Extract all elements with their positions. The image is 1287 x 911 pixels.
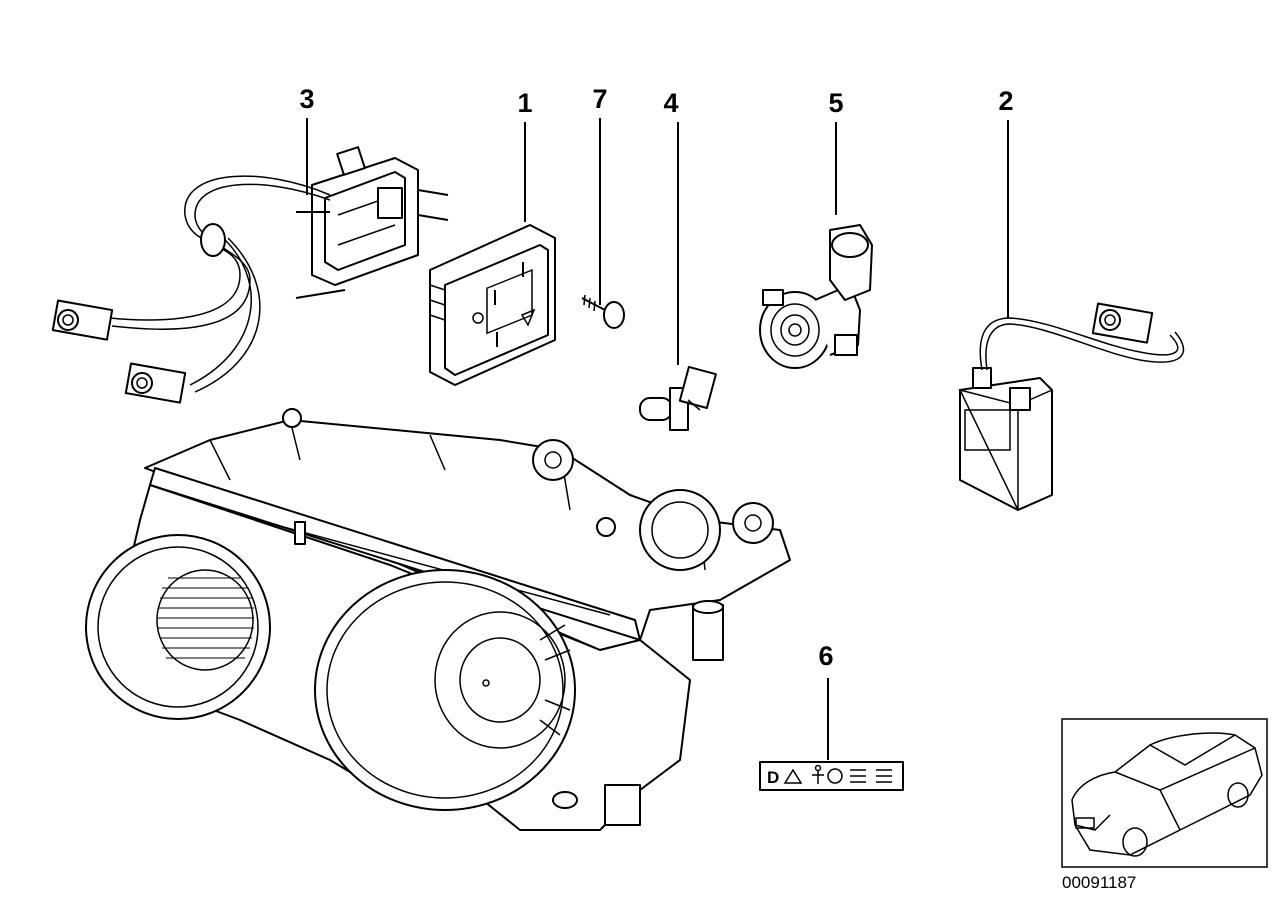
leader-lines bbox=[306, 118, 1009, 760]
callout-1: 1 bbox=[517, 88, 532, 118]
part-4-bulb bbox=[639, 365, 717, 431]
part-1-control-unit bbox=[429, 224, 556, 386]
callout-2: 2 bbox=[998, 86, 1013, 116]
callout-3: 3 bbox=[299, 84, 314, 114]
callout-6: 6 bbox=[818, 641, 833, 671]
part-7-screw bbox=[581, 294, 625, 329]
part-5-socket bbox=[759, 224, 873, 369]
part-6-warning-label: D bbox=[759, 761, 904, 791]
part-3-wiring-harness bbox=[51, 146, 449, 404]
left-reflector-hatch bbox=[158, 577, 254, 659]
callout-7: 7 bbox=[592, 84, 607, 114]
part-2-igniter bbox=[958, 302, 1185, 511]
callout-4: 4 bbox=[663, 88, 678, 118]
vehicle-thumbnail bbox=[1061, 718, 1268, 868]
callout-5: 5 bbox=[828, 88, 843, 118]
reference-code: 00091187 bbox=[1062, 873, 1136, 892]
headlight-housing bbox=[85, 408, 791, 831]
label-letter: D bbox=[767, 768, 779, 787]
